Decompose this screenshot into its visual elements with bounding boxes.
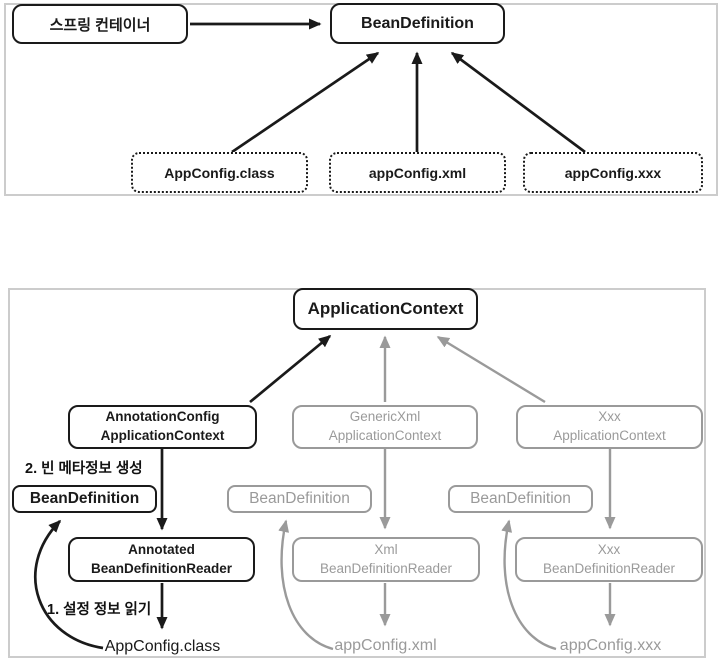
- generic-xml-context-line2: ApplicationContext: [328, 428, 442, 443]
- annotation-config-context-line1: AnnotationConfig: [105, 409, 220, 425]
- xxx-reader-line1: Xxx: [597, 541, 621, 557]
- appconfig-class-source-label: AppConfig.class: [164, 164, 275, 181]
- appconfig-class-text: AppConfig.class: [104, 638, 221, 655]
- generic-xml-context-box: GenericXml ApplicationContext: [292, 405, 478, 449]
- application-context-box: ApplicationContext: [293, 288, 478, 330]
- appconfig-xml-source-box: appConfig.xml: [329, 152, 506, 193]
- xxx-reader-line2: BeanDefinitionReader: [542, 560, 676, 576]
- appconfig-xxx-source-label: appConfig.xxx: [564, 164, 662, 181]
- xxx-context-line2: ApplicationContext: [553, 428, 666, 443]
- annotation-config-context-box: AnnotationConfig ApplicationContext: [68, 405, 257, 449]
- bean-definition-xml-label: BeanDefinition: [249, 490, 350, 507]
- appconfig-xxx-text: appConfig.xxx: [559, 637, 662, 654]
- bean-definition-top-label: BeanDefinition: [361, 14, 474, 32]
- xml-reader-line1: Xml: [374, 541, 398, 557]
- annotation-config-context-line2: ApplicationContext: [100, 428, 225, 443]
- spring-container-box: 스프링 컨테이너: [12, 4, 188, 44]
- appconfig-class-source-box: AppConfig.class: [131, 152, 308, 193]
- annotated-reader-box: Annotated BeanDefinitionReader: [68, 537, 255, 582]
- bottom-diagram-frame: [8, 288, 706, 658]
- xxx-reader-box: Xxx BeanDefinitionReader: [515, 537, 703, 582]
- appconfig-xml-text: appConfig.xml: [334, 637, 437, 654]
- step2-label: 2. 빈 메타정보 생성: [25, 461, 143, 477]
- bean-definition-black-label: BeanDefinition: [29, 490, 140, 507]
- xml-reader-box: Xml BeanDefinitionReader: [292, 537, 480, 582]
- annotated-reader-line1: Annotated: [128, 541, 195, 557]
- bean-definition-xxx-box: BeanDefinition: [448, 485, 593, 513]
- annotated-reader-line2: BeanDefinitionReader: [90, 560, 233, 576]
- generic-xml-context-line1: GenericXml: [349, 409, 421, 425]
- bean-definition-xml-box: BeanDefinition: [227, 485, 372, 513]
- bean-definition-black-box: BeanDefinition: [12, 485, 157, 513]
- spring-container-label: 스프링 컨테이너: [49, 16, 151, 34]
- step1-label: 1. 설정 정보 읽기: [47, 602, 152, 618]
- bean-definition-xxx-label: BeanDefinition: [470, 490, 571, 507]
- application-context-label: ApplicationContext: [307, 299, 464, 318]
- xxx-context-line1: Xxx: [598, 409, 621, 425]
- appconfig-xxx-source-box: appConfig.xxx: [523, 152, 703, 193]
- xml-reader-line2: BeanDefinitionReader: [319, 560, 453, 576]
- xxx-context-box: Xxx ApplicationContext: [516, 405, 703, 449]
- bean-definition-top-box: BeanDefinition: [330, 3, 505, 44]
- appconfig-xml-source-label: appConfig.xml: [368, 164, 467, 181]
